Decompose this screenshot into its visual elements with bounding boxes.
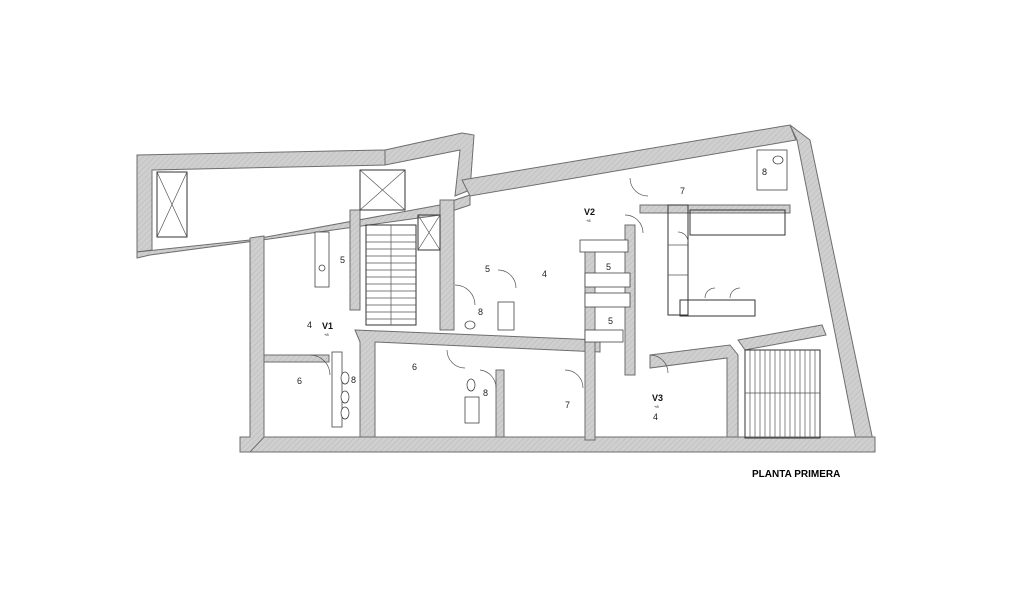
wall-v3-top (649, 344, 739, 438)
wall-center-vertical (439, 199, 455, 331)
wall-v1-bedroom (263, 354, 330, 363)
voids (156, 169, 441, 251)
wall-stair-right (737, 324, 827, 351)
unit-sub-v3: +8 (654, 404, 659, 409)
v1-bath-fixtures (331, 351, 343, 428)
wall-left-wing-lower (136, 194, 471, 259)
fixtures (314, 149, 788, 428)
v2-counter-d (584, 329, 624, 343)
room-label-v2-living: 4 (542, 269, 547, 279)
room-label-v3-living: 4 (653, 412, 658, 422)
room-label-v1-bath: 8 (351, 375, 356, 385)
wall-top (461, 124, 797, 197)
doors (309, 177, 741, 389)
wall-v2-upper-divider (639, 204, 791, 214)
room-label-v2-bath: 8 (762, 167, 767, 177)
room-label-lower-room: 7 (565, 400, 570, 410)
room-label-v1-kitchen: 5 (340, 255, 345, 265)
wall-lower-bath (495, 369, 505, 438)
unit-label-v3: V3 (652, 393, 663, 403)
room-label-center-kitchen: 5 (485, 264, 490, 274)
plan-title: PLANTA PRIMERA (752, 469, 840, 480)
v2-counter-a (579, 239, 629, 253)
unit-label-v1: V1 (322, 321, 333, 331)
unit-labels: V1 +8 V2 +8 V3 +8 (322, 207, 663, 409)
room-label-lower-bath: 8 (483, 388, 488, 398)
wall-stair-left (349, 209, 361, 311)
room-label-v2-room: 7 (680, 186, 685, 196)
room-label-v1-bedroom: 6 (297, 376, 302, 386)
v2-counter-b (584, 272, 631, 288)
room-label-v2-kitchen-a: 5 (606, 262, 611, 272)
room-label-lower-bedroom: 6 (412, 362, 417, 372)
unit-sub-v2: +8 (586, 218, 591, 223)
wall-bottom (239, 436, 876, 453)
stairs-central (365, 224, 417, 326)
v1-kitchen-counter (314, 231, 330, 288)
room-label-center-bath: 8 (478, 307, 483, 317)
room-label-v2-kitchen-b: 5 (608, 316, 613, 326)
wall-right (789, 124, 876, 451)
unit-sub-v1: +8 (324, 332, 329, 337)
v2-counter-c (584, 292, 631, 308)
wall-top-left-upper (384, 132, 475, 197)
wall-left (239, 235, 265, 453)
exterior-walls (136, 124, 876, 453)
v2-bath-fixtures (756, 149, 788, 191)
stairs-right (744, 349, 821, 439)
room-labels: 5 4 6 8 5 8 4 5 5 7 8 6 8 7 4 (297, 167, 767, 422)
closets (667, 204, 786, 317)
room-label-v1-living: 4 (307, 320, 312, 330)
unit-label-v2: V2 (584, 207, 595, 217)
